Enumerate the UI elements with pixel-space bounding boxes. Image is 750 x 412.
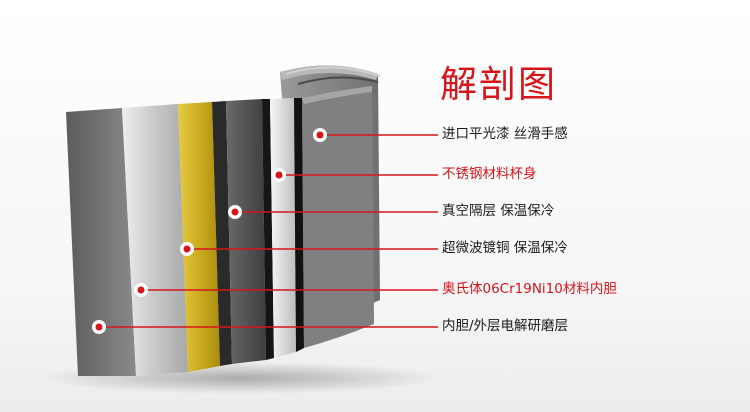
page-title: 解剖图 bbox=[440, 63, 557, 106]
layer-label-5: 奥氏体06Cr19Ni10材料内胆 bbox=[442, 281, 617, 297]
layer-gap-dark-2 bbox=[262, 99, 274, 360]
callout-lines bbox=[99, 134, 438, 328]
layer-label-3: 真空隔层 保温保冷 bbox=[442, 203, 555, 219]
layer-label-4: 超微波镀铜 保温保冷 bbox=[442, 240, 568, 256]
layer-silver-panel bbox=[122, 104, 188, 376]
rim-arc-2 bbox=[297, 76, 379, 85]
layer-outer-dark-panel bbox=[66, 108, 136, 376]
layer-label-6: 内胆/外层电解研磨层 bbox=[442, 318, 569, 334]
rim-arc-1 bbox=[285, 66, 381, 77]
callout-dots bbox=[92, 128, 327, 334]
layer-gap-dark-3 bbox=[294, 98, 304, 352]
layer-label-2: 不锈钢材料杯身 bbox=[442, 166, 537, 182]
layer-dark-grey-panel bbox=[226, 99, 266, 364]
layer-label-1: 进口平光漆 丝滑手感 bbox=[442, 126, 568, 142]
layer-thin-silver-panel bbox=[270, 98, 296, 358]
layer-gold-panel bbox=[178, 102, 220, 372]
layer-right-grey-panel bbox=[302, 86, 374, 348]
layer-right-top-edge bbox=[302, 86, 372, 104]
layer-gap-dark-1 bbox=[212, 101, 232, 366]
